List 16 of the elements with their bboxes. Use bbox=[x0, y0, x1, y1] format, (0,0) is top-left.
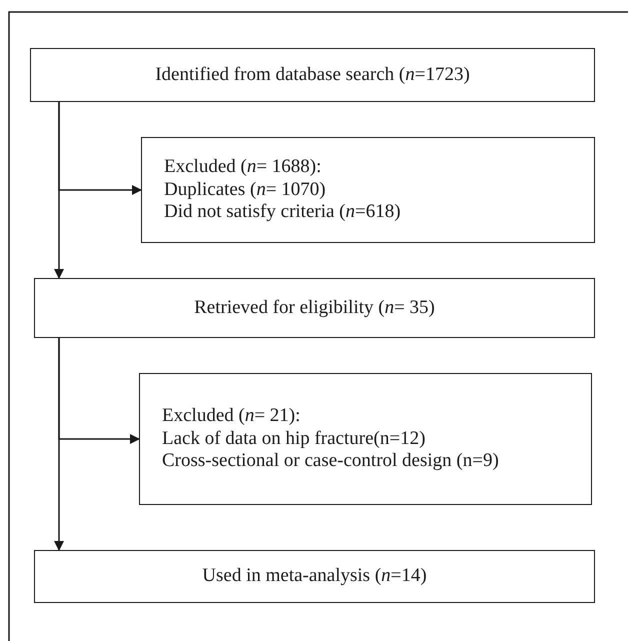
box-text: Used in meta-analysis (n=14) bbox=[202, 565, 427, 588]
box-text: Cross-sectional or case-control design (n=9) bbox=[162, 450, 500, 474]
arrow bbox=[58, 338, 140, 444]
box-text: Duplicates (n= 1070) bbox=[164, 178, 327, 202]
process-box bbox=[34, 550, 595, 603]
box-text: Lack of data on hip fracture(n=12) bbox=[162, 428, 426, 450]
process-box bbox=[34, 278, 595, 338]
box-text: Retrieved for eligibility (n= 35) bbox=[194, 296, 435, 320]
box-text: Identified from database search (n=1723) bbox=[155, 64, 470, 86]
arrow bbox=[58, 102, 142, 195]
box-text: Excluded (n= 21): bbox=[162, 404, 302, 428]
process-box bbox=[139, 373, 592, 505]
process-box bbox=[141, 137, 595, 243]
box-text: Did not satisfy criteria (n=618) bbox=[164, 201, 402, 224]
process-box bbox=[30, 48, 595, 102]
box-text: Excluded (n= 1688): bbox=[164, 156, 322, 179]
